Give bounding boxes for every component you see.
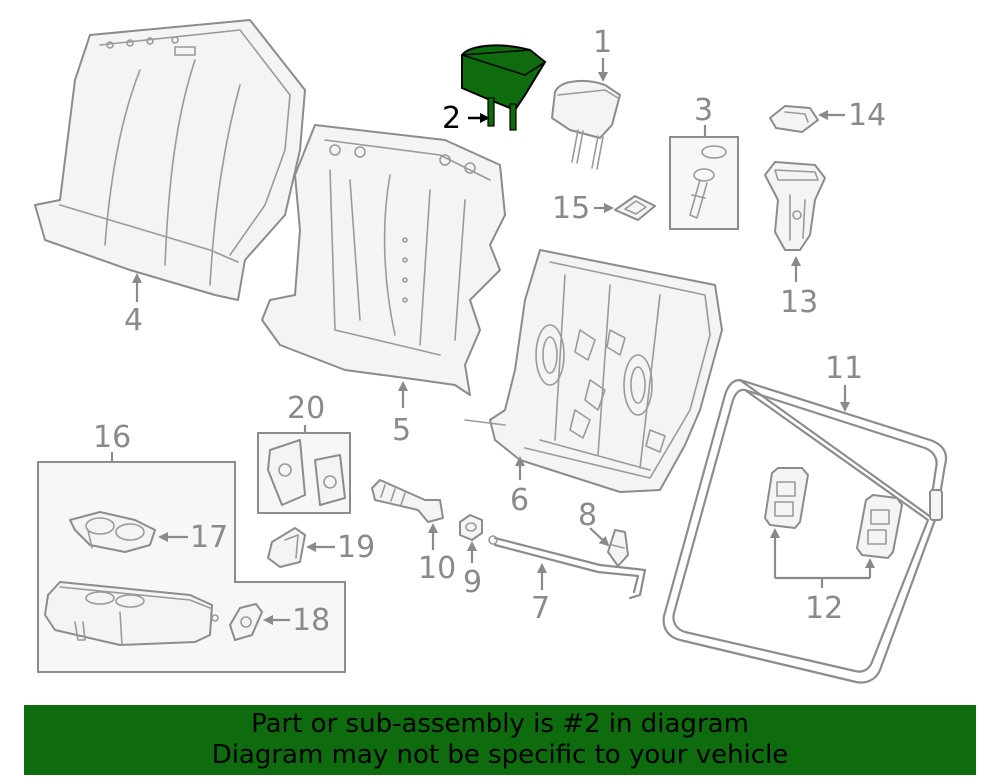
callout-4: 4 [124, 303, 143, 338]
part-19-bracket[interactable] [267, 527, 306, 568]
part-13-latch[interactable] [764, 161, 826, 251]
callout-10: 10 [418, 551, 456, 586]
part-8-clip[interactable] [607, 529, 629, 567]
callout-20: 20 [287, 391, 325, 426]
info-banner: Part or sub-assembly is #2 in diagram Di… [24, 705, 976, 775]
callout-16: 16 [93, 420, 131, 455]
callout-15: 15 [552, 191, 590, 226]
callout-9: 9 [463, 565, 482, 600]
part-12-pad-left[interactable] [764, 467, 809, 529]
callout-7: 7 [531, 591, 550, 626]
part-20-bracket-kit[interactable] [257, 432, 351, 514]
callout-12: 12 [805, 591, 843, 626]
part-3-headrest-guide[interactable] [669, 136, 739, 230]
part-12-pad-right[interactable] [856, 494, 903, 559]
part-7-rod[interactable] [488, 535, 647, 600]
callout-19: 19 [337, 530, 375, 565]
parts-diagram: 4 5 2 1 3 [34, 19, 948, 684]
part-9-nut[interactable] [459, 514, 483, 541]
callout-1: 1 [593, 25, 612, 60]
callout-3: 3 [694, 93, 713, 128]
part-18-bracket[interactable] [229, 603, 263, 641]
callout-8: 8 [578, 498, 597, 533]
banner-line-1: Part or sub-assembly is #2 in diagram [251, 709, 749, 739]
callout-18: 18 [292, 603, 330, 638]
banner-line-2: Diagram may not be specific to your vehi… [211, 740, 789, 770]
part-2-headrest-highlighted[interactable] [461, 44, 547, 131]
part-1-headrest[interactable] [551, 79, 621, 170]
callout-13: 13 [780, 285, 818, 320]
callout-2: 2 [442, 101, 461, 136]
part-14-bezel[interactable] [769, 105, 819, 133]
part-5-seatback-pad[interactable] [261, 124, 506, 396]
part-6-seatback-frame[interactable] [464, 249, 723, 493]
callout-11: 11 [825, 351, 863, 386]
part-17-cup-holder[interactable] [69, 511, 156, 553]
callout-14: 14 [848, 98, 886, 133]
callout-5: 5 [392, 413, 411, 448]
part-10-bolt[interactable] [371, 479, 444, 523]
part-16-armrest-body[interactable] [44, 581, 219, 646]
part-15-clip[interactable] [614, 195, 656, 221]
callout-6: 6 [510, 483, 529, 518]
part-4-seatback-cover[interactable] [34, 19, 306, 301]
part-11-seal[interactable] [662, 378, 948, 684]
callout-17: 17 [190, 520, 228, 555]
